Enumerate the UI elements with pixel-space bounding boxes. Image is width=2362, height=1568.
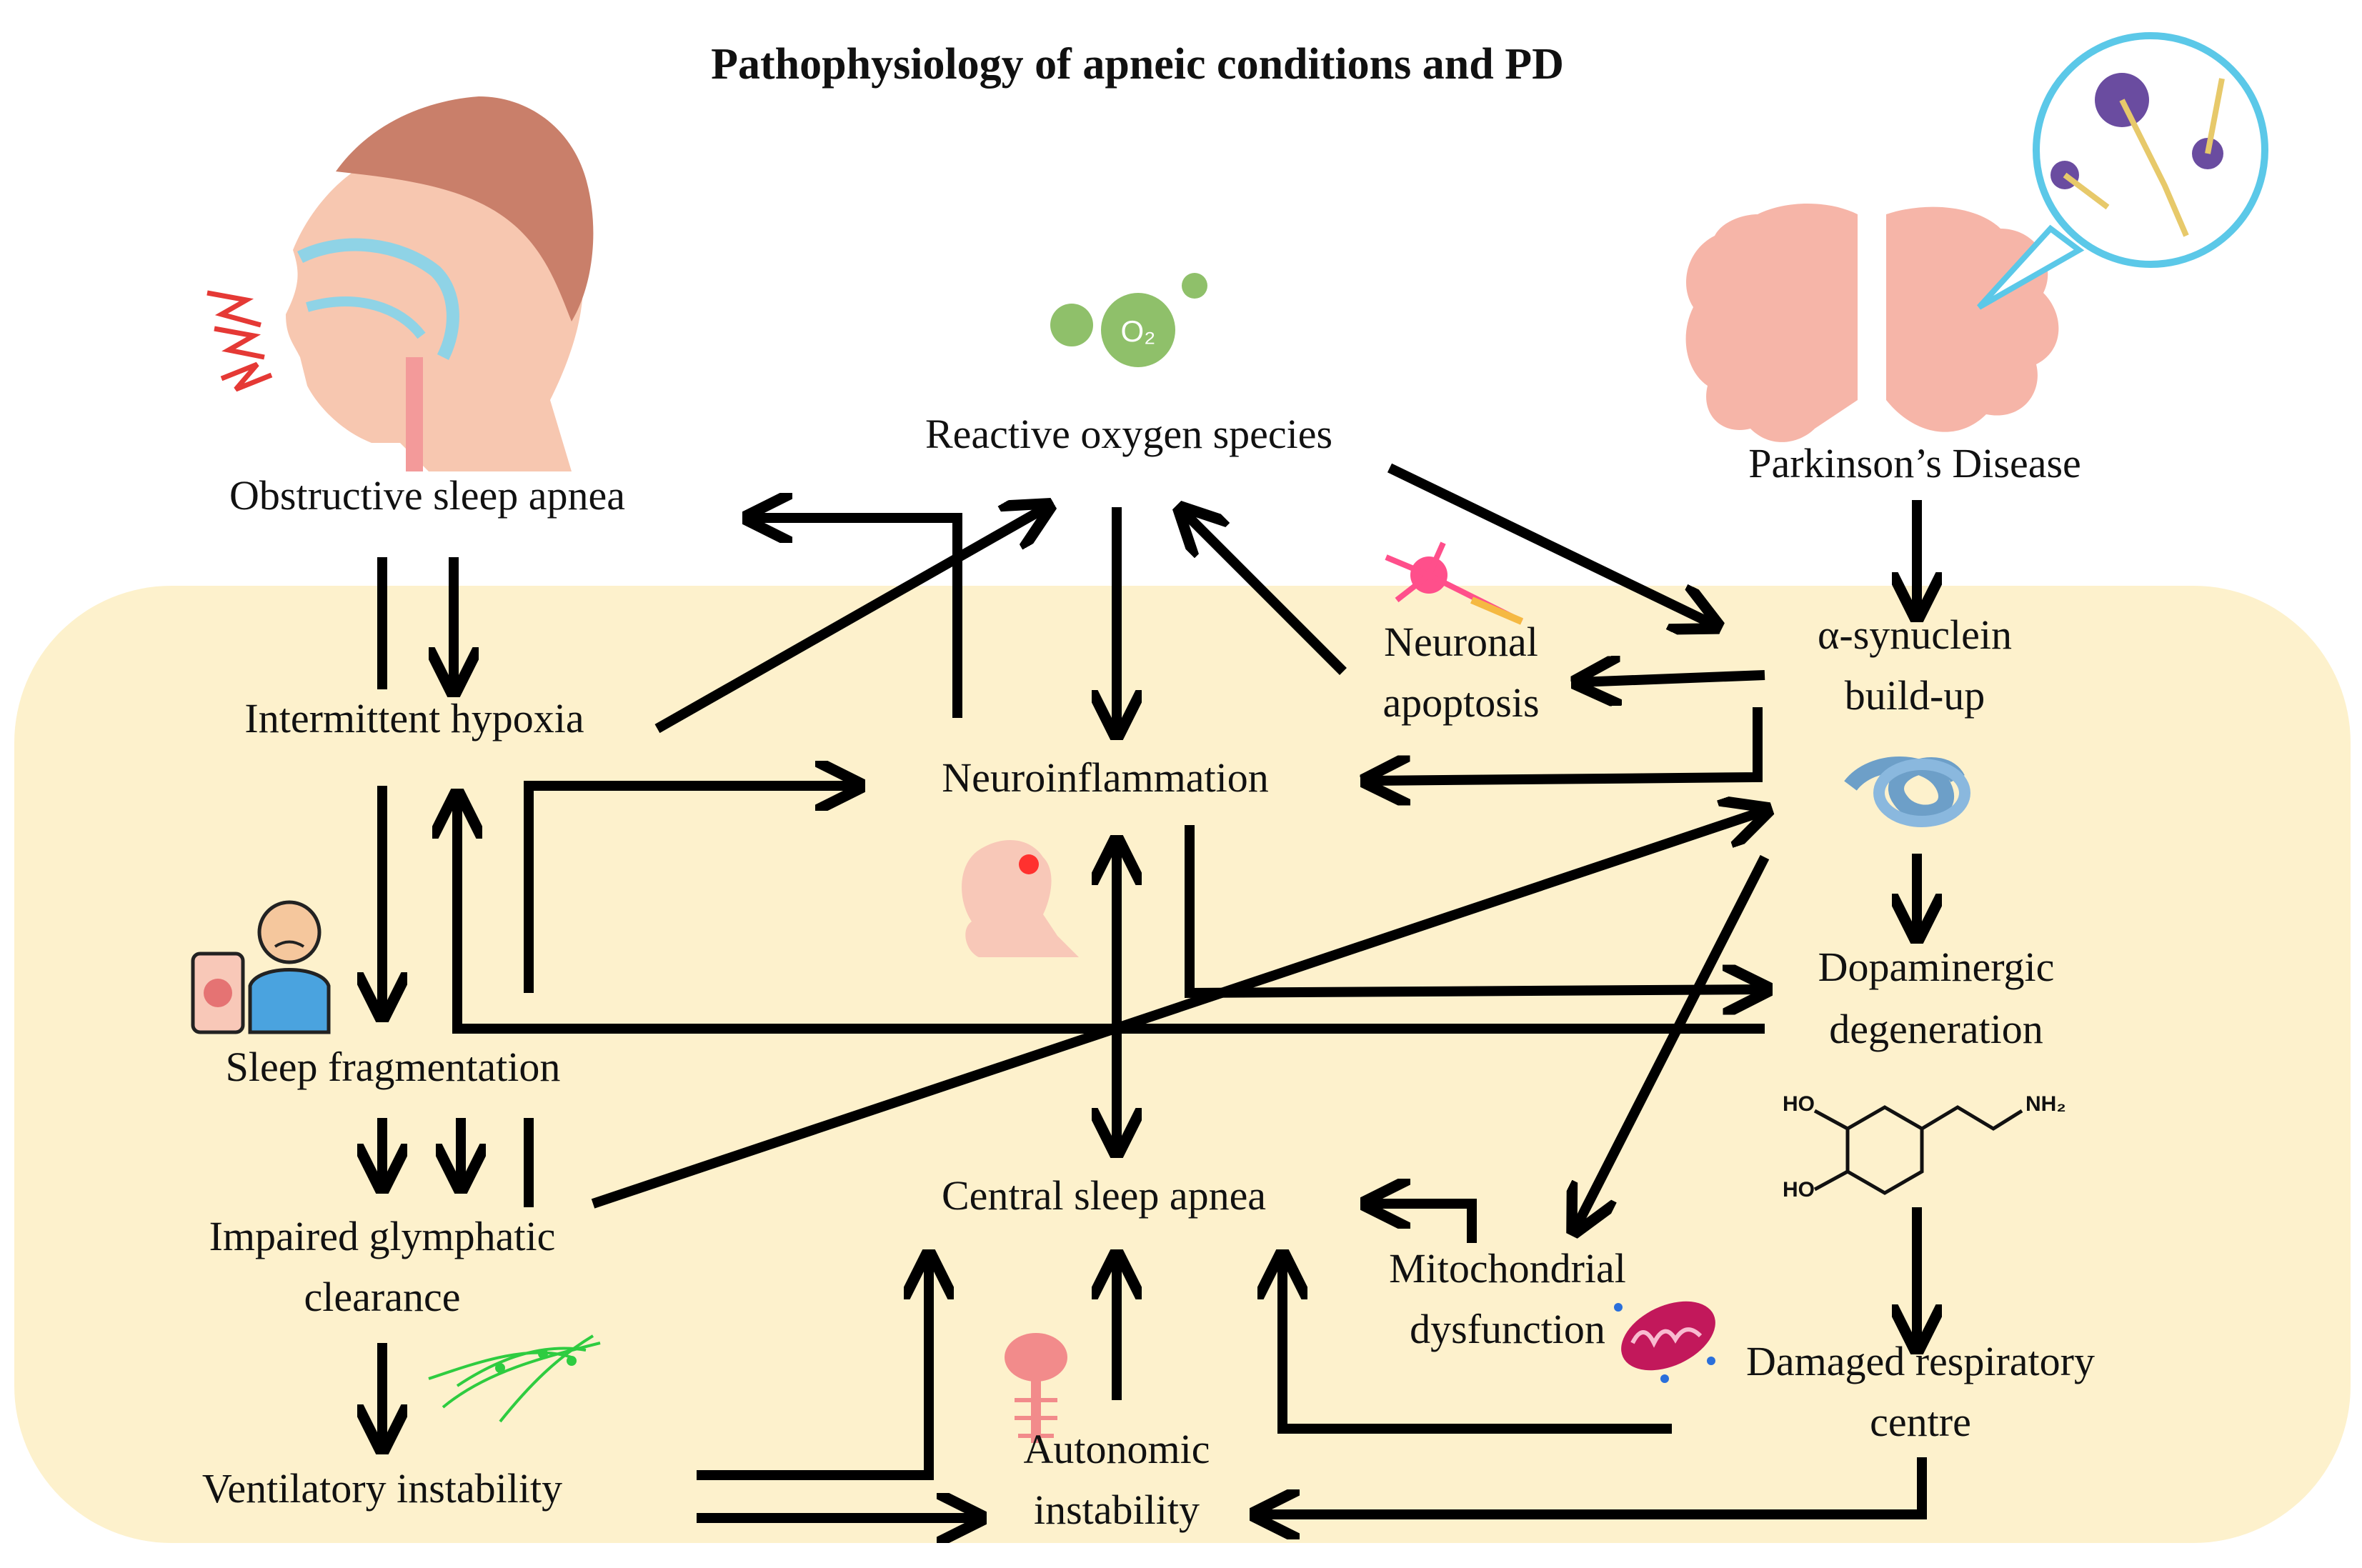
diagram-title: Pathophysiology of apneic conditions and…	[711, 40, 1564, 89]
arrow-vent-csa	[697, 1257, 929, 1480]
node-dopaminergic-line2: degeneration	[1829, 1006, 2043, 1052]
dopamine-ho-top: HO	[1783, 1092, 1815, 1116]
arrow-neuroinfl-dopa	[1185, 825, 1765, 993]
brain-spinal-cord-icon	[1005, 1333, 1067, 1443]
inflamed-head-icon	[962, 840, 1079, 957]
protein-tangle-icon	[1844, 756, 1970, 827]
arrow-mito-csa	[1368, 1204, 1477, 1243]
node-glymphatic-line1: Impaired glymphatic	[209, 1213, 556, 1259]
node-parkinsons-disease: Parkinson’s Disease	[1748, 440, 2081, 486]
brain-neurons-bubble-icon	[1685, 32, 2268, 442]
node-neuronal-apoptosis-line2: apoptosis	[1382, 679, 1539, 726]
arrow-apoptosis-ros	[1182, 511, 1347, 675]
node-autonomic-line1: Autonomic	[1024, 1426, 1210, 1472]
lymphatic-vessels-icon	[428, 1334, 601, 1423]
node-mitochondrial-line2: dysfunction	[1410, 1306, 1605, 1352]
node-neuronal-apoptosis-line1: Neuronal	[1384, 619, 1538, 665]
arrow-ros-synuclein	[1387, 463, 1715, 625]
dopamine-ho-bottom: HO	[1783, 1178, 1815, 1202]
arrow-dopa-ih	[457, 797, 1765, 1034]
node-sleep-fragmentation: Sleep fragmentation	[226, 1044, 561, 1090]
node-neuroinflammation: Neuroinflammation	[942, 754, 1268, 801]
node-respiratory-line1: Damaged respiratory	[1746, 1338, 2095, 1384]
node-synuclein-line1: α-synuclein	[1818, 611, 2012, 658]
neuron-icon	[1385, 541, 1523, 625]
o2-label: O₂	[1121, 314, 1156, 348]
dopamine-molecule-icon: HO HO NH₂	[1783, 1092, 2066, 1202]
node-respiratory-line2: centre	[1870, 1399, 1971, 1445]
oxygen-bubbles-icon: O₂	[1050, 273, 1207, 367]
arrow-resp-autonomic	[1257, 1457, 1927, 1514]
arrow-resp-csa	[1282, 1257, 1672, 1434]
head-profile-airway-icon	[206, 96, 594, 472]
node-ventilatory-instability: Ventilatory instability	[202, 1465, 562, 1512]
node-reactive-oxygen-species: Reactive oxygen species	[925, 411, 1332, 457]
arrow-sleepfrag-neuroinfl	[524, 786, 857, 993]
arrow-glymph-synuclein	[591, 811, 1765, 1209]
node-autonomic-line2: instability	[1034, 1487, 1200, 1533]
sleepless-person-phone-icon	[191, 900, 331, 1034]
arrow-ih-ros	[654, 507, 1047, 734]
arrow-neuroinfl-osa	[750, 518, 962, 718]
node-central-sleep-apnea: Central sleep apnea	[942, 1172, 1266, 1219]
arrow-synuclein-mito	[1575, 854, 1770, 1229]
node-glymphatic-line2: clearance	[304, 1274, 461, 1320]
node-mitochondrial-line1: Mitochondrial	[1389, 1245, 1626, 1292]
dopamine-nh2: NH₂	[2025, 1092, 2066, 1116]
arrow-group	[382, 463, 1927, 1518]
mitochondrion-icon	[1614, 1301, 1715, 1383]
node-obstructive-sleep-apnea: Obstructive sleep apnea	[229, 472, 625, 519]
arrow-synuclein-neuroinfl	[1368, 707, 1763, 781]
node-intermittent-hypoxia: Intermittent hypoxia	[244, 695, 584, 741]
node-synuclein-line2: build-up	[1845, 672, 1985, 719]
arrow-synuclein-apoptosis	[1579, 675, 1765, 682]
node-dopaminergic-line1: Dopaminergic	[1818, 944, 2055, 990]
